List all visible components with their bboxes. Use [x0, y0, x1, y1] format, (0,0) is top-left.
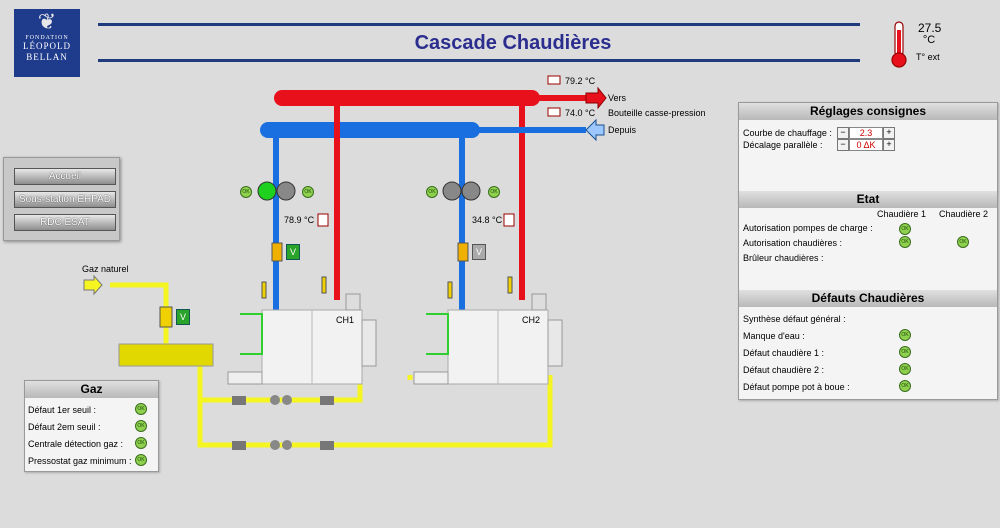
- hot-collector: [274, 90, 540, 106]
- boiler-ch2: [413, 293, 563, 385]
- courbe-minus-button[interactable]: −: [837, 127, 849, 139]
- navigation-panel: Accueil Sous-station EHPAD RDC ESAT: [3, 157, 120, 241]
- gaz-row-seuil2: Défaut 2em seuil :: [28, 422, 101, 432]
- gaz-row-seuil1: Défaut 1er seuil :: [28, 405, 97, 415]
- defaut-row-ch2: Défaut chaudière 2 :: [743, 365, 825, 375]
- title-rule-top: [98, 23, 860, 26]
- gaz-seuil2-indicator: OK: [135, 420, 147, 432]
- etat-chaudieres-ch1-indicator: OK: [899, 236, 911, 248]
- ch1-temp: 78.9 °C: [284, 215, 315, 225]
- etat-title: Etat: [739, 191, 997, 208]
- pump-ch1-ok-left: OK: [240, 186, 252, 198]
- thermometer-icon: [891, 21, 907, 68]
- boiler-ch1: [227, 293, 377, 385]
- reglages-title: Réglages consignes: [739, 103, 997, 120]
- courbe-value[interactable]: 2.3: [849, 127, 883, 139]
- depuis-label: Depuis: [608, 125, 637, 135]
- gas-tank: [118, 343, 214, 367]
- gas-valves: [159, 306, 334, 450]
- ch1-label: CH1: [336, 315, 355, 325]
- courbe-label: Courbe de chauffage :: [743, 128, 832, 138]
- vers-label: Vers: [608, 93, 627, 103]
- etat-col-chaudiere-1: Chaudière 1: [877, 209, 927, 219]
- decalage-label: Décalage parallèle :: [743, 140, 823, 150]
- defaut-row-ch1: Défaut chaudière 1 :: [743, 348, 825, 358]
- defaut-pompe-indicator: OK: [899, 380, 911, 392]
- gaz-title: Gaz: [25, 381, 158, 398]
- defaut-row-manque-eau: Manque d'eau :: [743, 331, 805, 341]
- ch2-label: CH2: [522, 315, 541, 325]
- etat-chaudieres-ch2-indicator: OK: [957, 236, 969, 248]
- defaut-ch1-indicator: OK: [899, 346, 911, 358]
- etat-row-pompes: Autorisation pompes de charge :: [743, 223, 873, 233]
- valve-ch1-status[interactable]: V: [286, 244, 300, 260]
- title-rule-bottom: [98, 59, 860, 62]
- page-title: Cascade Chaudières: [414, 32, 612, 54]
- rdc-esat-button[interactable]: RDC ESAT: [14, 214, 116, 231]
- pump-ch1-ok-right: OK: [302, 186, 314, 198]
- logo-line-3: BELLAN: [26, 52, 68, 62]
- gaz-panel: Gaz Défaut 1er seuil : OK Défaut 2em seu…: [24, 380, 159, 472]
- defaut-row-pompe: Défaut pompe pot à boue :: [743, 382, 850, 392]
- ext-temp-label: T° ext: [916, 52, 940, 62]
- decalage-minus-button[interactable]: −: [837, 139, 849, 151]
- ch2-temp: 34.8 °C: [472, 215, 503, 225]
- valve-gaz-status[interactable]: V: [176, 309, 190, 325]
- gaz-seuil1-indicator: OK: [135, 403, 147, 415]
- pump-ch2-a: [442, 181, 462, 201]
- etat-pompes-ch1-indicator: OK: [899, 223, 911, 235]
- etat-row-bruleur: Brûleur chaudières :: [743, 253, 824, 263]
- process-diagram: [83, 75, 607, 450]
- pump-ch1-b: [276, 181, 296, 201]
- settings-panel: Réglages consignes Courbe de chauffage :…: [738, 102, 998, 400]
- gaz-pressostat-indicator: OK: [135, 454, 147, 466]
- logo-line-1: FONDATION: [25, 35, 69, 41]
- bouteille-label: Bouteille casse-pression: [608, 108, 706, 118]
- decalage-plus-button[interactable]: +: [883, 139, 895, 151]
- bouteille-temp: 74.0 °C: [565, 108, 596, 118]
- gaz-row-centrale: Centrale détection gaz :: [28, 439, 124, 449]
- fondation-logo: ❦ FONDATION LÉOPOLD BELLAN: [14, 9, 80, 77]
- sous-station-ehpad-button[interactable]: Sous-station EHPAD: [14, 191, 116, 208]
- valve-ch2-status[interactable]: V: [472, 244, 486, 260]
- courbe-plus-button[interactable]: +: [883, 127, 895, 139]
- ext-temp-value: 27.5 °C: [918, 21, 942, 46]
- defaut-manque-eau-indicator: OK: [899, 329, 911, 341]
- cold-collector: [260, 122, 480, 138]
- leaf-icon: ❦: [37, 9, 57, 34]
- pump-ch2-ok-right: OK: [488, 186, 500, 198]
- defauts-title: Défauts Chaudières: [739, 290, 997, 307]
- decalage-value[interactable]: 0 ΔK: [849, 139, 883, 151]
- pump-ch2-ok-left: OK: [426, 186, 438, 198]
- etat-row-chaudieres: Autorisation chaudières :: [743, 238, 843, 248]
- pump-ch1-a: [257, 181, 277, 201]
- depart-temp: 79.2 °C: [565, 76, 596, 86]
- pump-ch2-b: [461, 181, 481, 201]
- defaut-row-synthese: Synthèse défaut général :: [743, 314, 846, 324]
- etat-col-chaudiere-2: Chaudière 2: [939, 209, 989, 219]
- defaut-ch2-indicator: OK: [899, 363, 911, 375]
- logo-line-2: LÉOPOLD: [23, 41, 71, 51]
- gaz-centrale-indicator: OK: [135, 437, 147, 449]
- gaz-naturel-label: Gaz naturel: [82, 264, 129, 274]
- accueil-button[interactable]: Accueil: [14, 168, 116, 185]
- gaz-row-pressostat: Pressostat gaz minimum :: [28, 456, 132, 466]
